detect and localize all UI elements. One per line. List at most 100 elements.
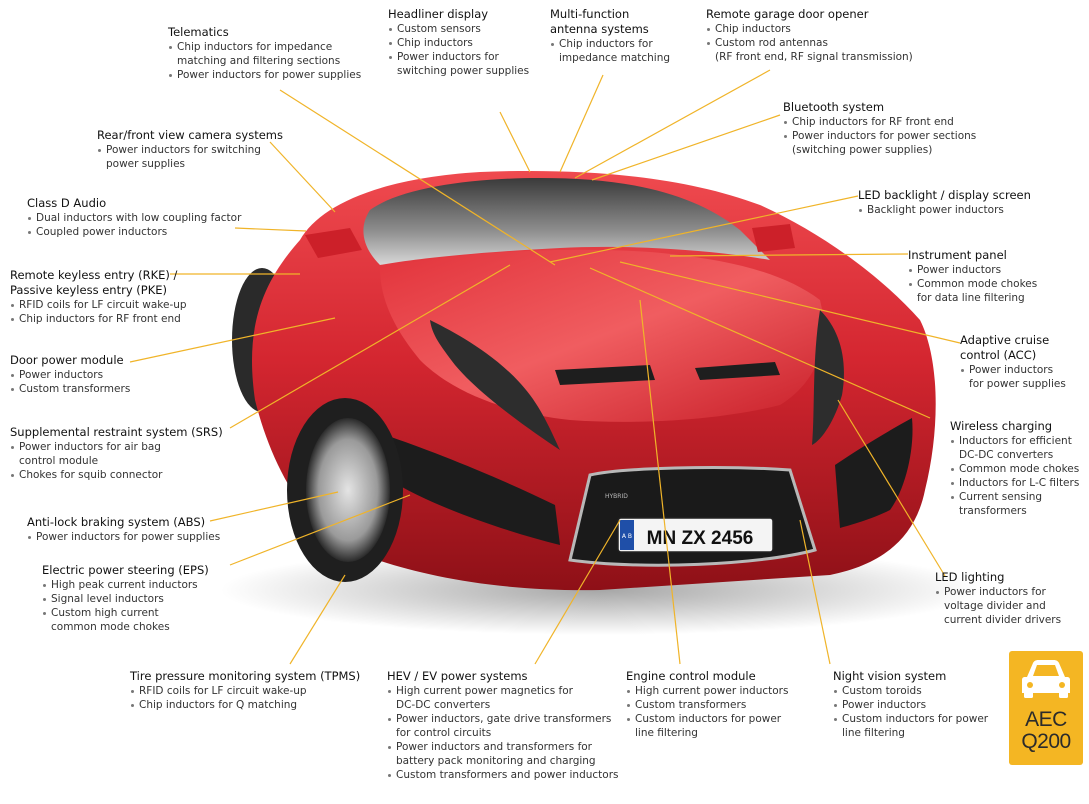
callout-item: Chip inductors for RF front end [783,115,976,129]
callout-leaders [129,69,961,665]
callout-item: Power inductors [908,263,1037,277]
callout-item-line: Chip inductors for [559,38,653,50]
callout-item: High current power inductors [626,684,788,698]
callout-title: Class D Audio [27,196,107,210]
callout-item-line: Chip inductors [397,37,473,49]
callout-item-line: battery pack monitoring and charging [396,755,596,767]
callout-item-line: Custom rod antennas [715,37,828,49]
callout-item: Chokes for squib connector [10,468,223,482]
hybrid-badge: HYBRID [605,493,628,500]
callout-item-line: Power inductors, gate drive transformers [396,713,612,725]
callout-item: Chip inductors [388,36,529,50]
right-hood-vent [695,362,780,380]
callout-item: Common mode chokes [950,462,1079,476]
callout-item: Custom transformers [626,698,788,712]
callout-item: Power inductors for power supplies [27,530,220,544]
callout-item-line: Power inductors for power supplies [36,531,221,543]
leader-line [669,253,909,257]
callout-item: Inductors for L-C filters [950,476,1079,490]
license-plate: A B MN ZX 2456 [617,517,774,553]
callout-item-line: RFID coils for LF circuit wake-up [139,685,307,697]
callout-item-line: Custom transformers [19,383,131,395]
callout-item: High peak current inductors [42,578,209,592]
callout-item: Signal level inductors [42,592,209,606]
callout-item-line: Dual inductors with low coupling factor [36,212,242,224]
leader-line [269,141,336,213]
callout-item: Power inductors for power sections(switc… [783,129,976,157]
badge-line-2: Q200 [1021,730,1071,753]
callout-title: Door power module [10,353,124,367]
callout-list: Power inductors for power supplies [960,363,1066,391]
left-hood-vent [555,365,655,385]
callout-item-line: DC-DC converters [396,699,491,711]
callout-item-line: Custom transformers [635,699,747,711]
roof-glass [363,178,770,265]
right-headlight [812,310,844,445]
callout-title: Night vision system [833,669,947,683]
leader-line [619,261,961,344]
callout-box: Electric power steering (EPS)High peak c… [42,563,209,634]
callout-item-line: Power inductors [969,364,1054,376]
callout-item-line: for data line filtering [917,292,1025,304]
callout-item: Chip inductors for RF front end [10,312,187,326]
callout-item: Custom rod antennas(RF front end, RF sig… [706,36,913,64]
badge-line-1: AEC [1025,708,1067,731]
leader-line [229,264,511,429]
callout-item-line: Custom transformers and power inductors [396,769,619,781]
callout-item-line: Chip inductors for impedance [177,41,333,53]
leader-line [209,491,339,522]
callout-item-line: Common mode chokes [959,463,1080,475]
leader-line [591,114,781,181]
car-icon [1022,660,1070,698]
callout-item-line: for control circuits [396,727,492,739]
callout-item-line: Power inductors for [397,51,499,63]
callout-item-line: common mode chokes [51,621,170,633]
callout-title: Headliner display [388,7,489,21]
leader-line [499,111,531,173]
callout-title: Instrument panel [908,248,1007,262]
leader-line [559,74,604,173]
callout-item-line: Custom high current [51,607,159,619]
callout-title: Multi-function [550,7,630,21]
callout-item-line: Custom toroids [842,685,922,697]
plate-stub: A B [622,533,632,540]
callout-item: Coupled power inductors [27,225,241,239]
right-side-intake [835,418,913,528]
callout-item-line: High peak current inductors [51,579,198,591]
leader-line [234,227,307,232]
callout-item-line: for power supplies [969,378,1066,390]
callout-item-line: line filtering [635,727,698,739]
callout-item-line: Chokes for squib connector [19,469,163,481]
callout-item: Custom high current common mode chokes [42,606,209,634]
callout-item-line: Chip inductors for RF front end [19,313,181,325]
callout-item-line: transformers [959,505,1027,517]
